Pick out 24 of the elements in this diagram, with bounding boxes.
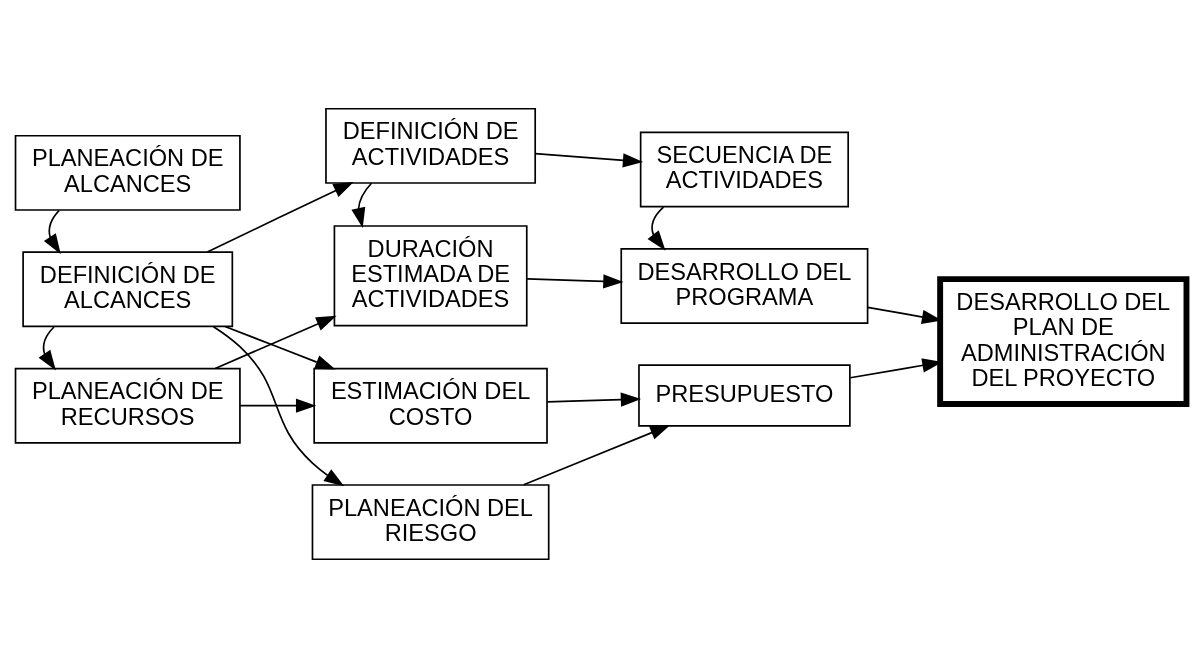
arrow	[534, 152, 644, 167]
arrow	[224, 325, 336, 369]
node-box: PRESUPUESTO	[638, 363, 851, 427]
arrow	[351, 181, 373, 228]
node-box: PLANEACIÓN DE ALCANCES	[14, 134, 241, 211]
node-box: DURACIÓN ESTIMADA DE ACTIVIDADES	[333, 224, 528, 326]
arrow	[43, 209, 61, 254]
node-box: PLANEACIÓN DEL RIESGO	[311, 483, 550, 560]
node-box: DEFINICIÓN DE ALCANCES	[22, 250, 234, 327]
arrow	[214, 315, 337, 369]
node-box: ESTIMACIÓN DEL COSTO	[313, 367, 548, 444]
arrow	[526, 273, 624, 288]
arrow	[546, 391, 642, 407]
arrow	[647, 205, 666, 251]
node-box: DESARROLLO DEL PROGRAMA	[620, 247, 869, 324]
arrow	[212, 325, 345, 486]
arrow	[206, 181, 354, 253]
node-box: PLANEACIÓN DE RECURSOS	[14, 367, 241, 444]
node-box: SECUENCIA DE ACTIVIDADES	[639, 131, 850, 207]
arrow	[239, 398, 317, 413]
node-box: DEFINICIÓN DE ACTIVIDADES	[325, 107, 537, 184]
node-box: DESARROLLO DEL PLAN DE ADMINISTRACIÓN DEL PROYECTO	[937, 275, 1190, 407]
arrow	[38, 325, 56, 371]
arrow	[522, 424, 671, 486]
